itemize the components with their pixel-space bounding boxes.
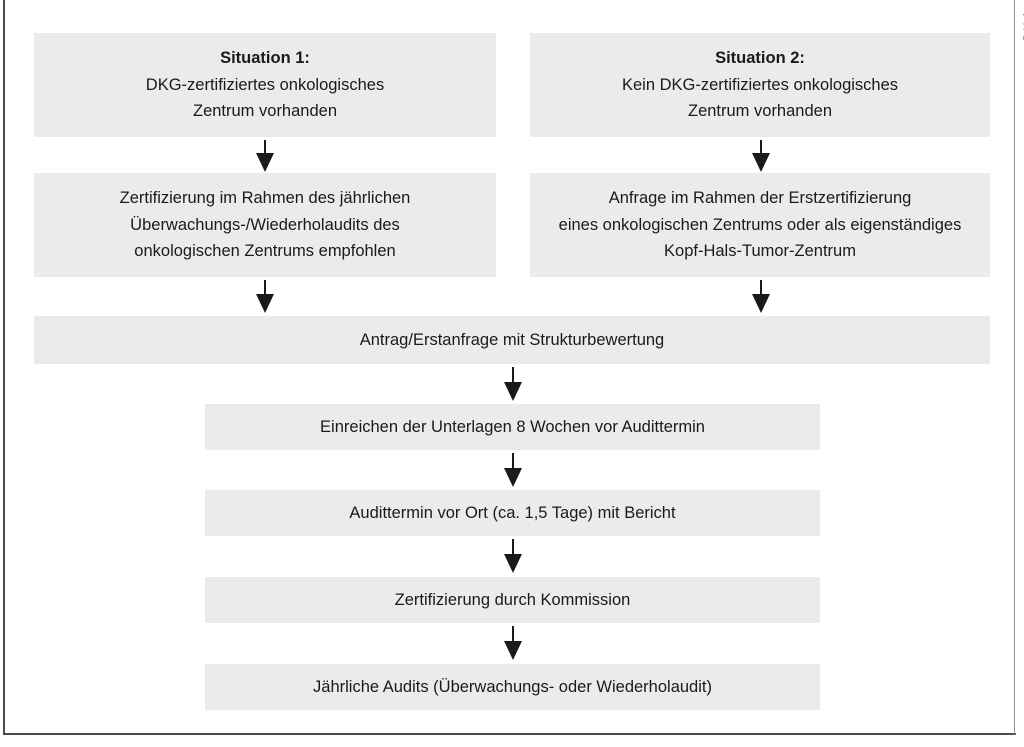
frame-bottom-rule bbox=[3, 733, 1016, 735]
node-situation-1-title: Situation 1: bbox=[220, 48, 310, 67]
arrow-antrag-to-unterlagen bbox=[502, 367, 524, 401]
node-kommission-body: Zertifizierung durch Kommission bbox=[394, 590, 631, 609]
arrow-audittermin-to-kommission bbox=[502, 539, 524, 573]
node-jaehrliche-audits: Jährliche Audits (Überwachungs- oder Wie… bbox=[205, 664, 820, 710]
arrow-branch2-to-antrag bbox=[750, 280, 772, 314]
node-branch-1: Zertifizierung im Rahmen des jährlichen … bbox=[34, 173, 496, 277]
arrow-branch1-to-antrag bbox=[254, 280, 276, 314]
node-situation-1: Situation 1: DKG-zertifiziertes onkologis… bbox=[34, 33, 496, 137]
node-antrag: Antrag/Erstanfrage mit Strukturbewertung bbox=[34, 316, 990, 364]
node-branch-2: Anfrage im Rahmen der Erstzertifizierung… bbox=[530, 173, 990, 277]
node-kommission: Zertifizierung durch Kommission bbox=[205, 577, 820, 623]
node-situation-2-text: Situation 2: Kein DKG-zertifiziertes onko… bbox=[538, 45, 982, 126]
node-audittermin: Audittermin vor Ort (ca. 1,5 Tage) mit B… bbox=[205, 490, 820, 536]
arrow-situation1-to-branch1 bbox=[254, 140, 276, 172]
arrow-kommission-to-jaehrlich bbox=[502, 626, 524, 660]
node-situation-2: Situation 2: Kein DKG-zertifiziertes onko… bbox=[530, 33, 990, 137]
node-audittermin-body: Audittermin vor Ort (ca. 1,5 Tage) mit B… bbox=[349, 503, 676, 522]
node-branch-1-body: Zertifizierung im Rahmen des jährlichen … bbox=[119, 188, 411, 261]
arrow-unterlagen-to-audittermin bbox=[502, 453, 524, 487]
node-situation-1-text: Situation 1: DKG-zertifiziertes onkologis… bbox=[42, 45, 488, 126]
arrow-situation2-to-branch2 bbox=[750, 140, 772, 172]
frame-right-rule bbox=[1014, 0, 1015, 735]
node-antrag-body: Antrag/Erstanfrage mit Strukturbewertung bbox=[359, 330, 665, 349]
node-situation-2-body: Kein DKG-zertifiziertes onkologisches Ze… bbox=[621, 75, 899, 121]
node-situation-2-title: Situation 2: bbox=[715, 48, 805, 67]
node-unterlagen: Einreichen der Unterlagen 8 Wochen vor A… bbox=[205, 404, 820, 450]
node-branch-2-body: Anfrage im Rahmen der Erstzertifizierung… bbox=[558, 188, 962, 261]
frame-left-rule bbox=[3, 0, 5, 735]
node-unterlagen-body: Einreichen der Unterlagen 8 Wochen vor A… bbox=[320, 417, 705, 436]
node-jaehrliche-audits-body: Jährliche Audits (Überwachungs- oder Wie… bbox=[313, 677, 712, 696]
node-situation-1-body: DKG-zertifiziertes onkologisches Zentrum… bbox=[145, 75, 385, 121]
